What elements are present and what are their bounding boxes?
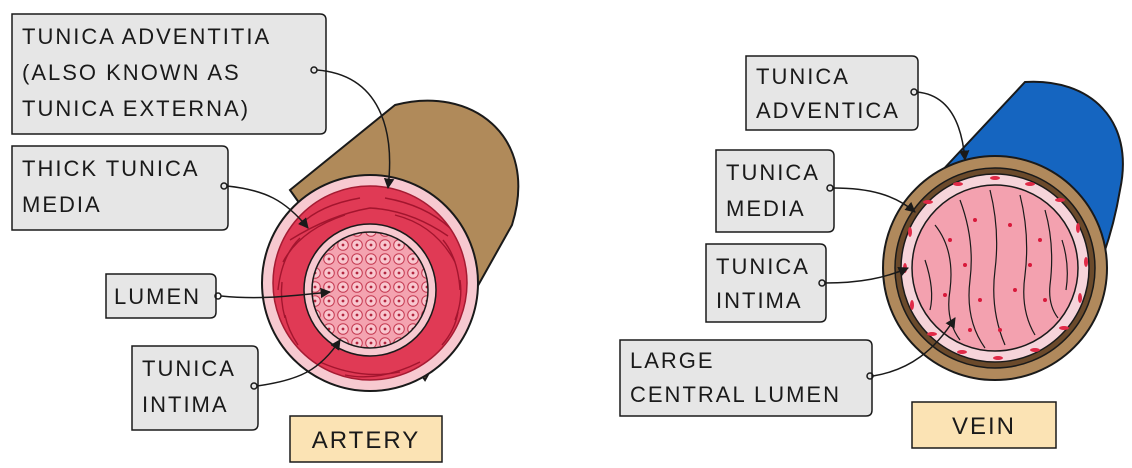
vein-intima-line1: TUNICA — [716, 254, 810, 279]
artery-lumen — [312, 232, 428, 348]
vein-adventitia-line1: TUNICA — [756, 64, 850, 89]
artery-lumen-text: LUMEN — [114, 284, 201, 309]
artery-adventitia-line3: TUNICA EXTERNA) — [22, 96, 250, 121]
vein-label-intima: TUNICA INTIMA — [706, 244, 908, 322]
artery-media-line2: MEDIA — [22, 192, 102, 217]
vein-media-line2: MEDIA — [726, 196, 806, 221]
artery-title-text: ARTERY — [312, 427, 420, 454]
artery-label-media: THICK TUNICA MEDIA — [12, 146, 308, 230]
vein-intima-line2: INTIMA — [716, 288, 803, 313]
vein-label-media: TUNICA MEDIA — [716, 150, 915, 232]
artery-intima-line1: TUNICA — [142, 356, 236, 381]
artery-intima-line2: INTIMA — [142, 392, 229, 417]
artery-title: ARTERY — [290, 416, 442, 462]
artery-illustration — [262, 101, 518, 391]
vein-adventitia-line2: ADVENTICA — [756, 98, 900, 123]
vein-media-line1: TUNICA — [726, 160, 820, 185]
vein-title-text: VEIN — [952, 413, 1016, 440]
artery-media-line1: THICK TUNICA — [22, 156, 200, 181]
artery-adventitia-line2: (ALSO KNOWN AS — [22, 60, 241, 85]
vein-label-adventitia: TUNICA ADVENTICA — [746, 56, 965, 160]
vein-lumen-line1: LARGE — [630, 348, 715, 373]
vein-title: VEIN — [912, 402, 1056, 448]
vein-lumen-line2: CENTRAL LUMEN — [630, 382, 841, 407]
vein-illustration — [883, 82, 1123, 380]
artery-adventitia-line1: TUNICA ADVENTITIA — [22, 24, 271, 49]
arrow-vein-adventitia — [917, 92, 965, 160]
